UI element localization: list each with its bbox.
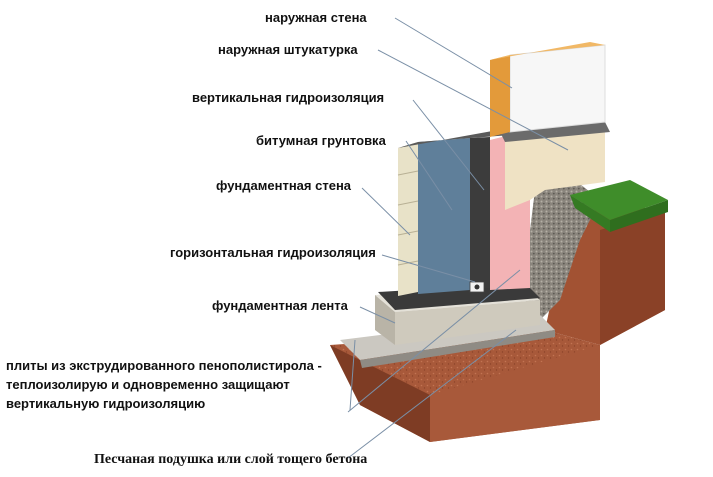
leader-horizontal-waterproofing — [381, 254, 476, 283]
drain-fitting — [469, 281, 485, 293]
label-outer-plaster: наружная штукатурка — [218, 42, 358, 57]
vertical-waterproofing — [398, 130, 510, 294]
leader-outer-plaster — [377, 49, 569, 151]
leader-insulation-1 — [347, 269, 521, 413]
label-bitumen-primer: битумная грунтовка — [256, 133, 386, 148]
outer-plaster — [500, 122, 610, 210]
leader-bitumen-primer — [405, 140, 453, 211]
label-vertical-waterproofing: вертикальная гидроизоляция — [192, 90, 385, 105]
label-outer-wall: наружная стена — [265, 10, 367, 25]
foundation-wall-blocks — [397, 142, 419, 296]
leader-foundation-wall — [361, 187, 411, 236]
label-sand-cushion: Песчаная подушка или слой тощего бетона — [94, 452, 368, 467]
leader-outer-wall — [394, 17, 513, 89]
leader-foundation-strip — [359, 306, 396, 324]
label-foundation-wall: фундаментная стена — [216, 178, 352, 193]
outer-wall — [490, 42, 606, 137]
label-foundation-strip: фундаментная лента — [212, 298, 348, 313]
leader-lines — [347, 17, 569, 459]
leader-insulation-2 — [349, 339, 356, 411]
grass-layer — [570, 180, 668, 232]
leader-vertical-waterproofing — [412, 99, 485, 191]
label-horizontal-waterproofing: горизонтальная гидроизоляция — [170, 245, 376, 260]
gravel-backfill — [525, 180, 600, 320]
leader-sand — [347, 329, 517, 459]
label-insulation-boards: плиты из экструдированного пенополистиро… — [6, 358, 322, 411]
